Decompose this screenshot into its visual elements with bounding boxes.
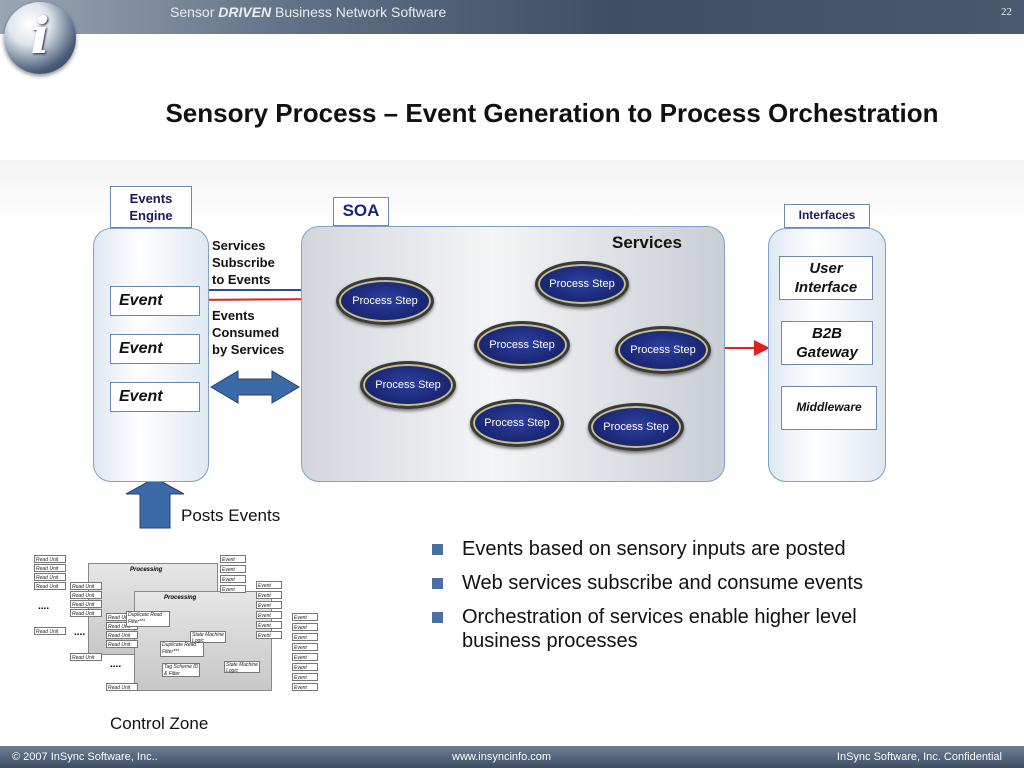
cz-event: Event [292, 663, 318, 671]
services-label: Services [612, 233, 682, 252]
cz-read-unit: Read Unit [34, 564, 66, 572]
process-step-3: Process Step [474, 321, 570, 369]
cz-duplicate-read: Duplicate Read Filter*** [160, 641, 204, 657]
bullet-item: Orchestration of services enable higher … [432, 605, 902, 653]
soa-label: SOA [333, 197, 389, 226]
cz-dots: .... [110, 659, 122, 670]
event-box-3: Event [110, 382, 200, 412]
user-interface-box: User Interface [779, 256, 873, 300]
cz-event: Event [292, 673, 318, 681]
cz-read-unit: Read Unit [34, 555, 66, 563]
interfaces-label: Interfaces [784, 204, 870, 228]
control-zone-thumbnail: Processing Processing Read Unit Read Uni… [34, 555, 324, 695]
note-line: to Events [212, 272, 271, 287]
cz-read-unit: Read Unit [34, 627, 66, 635]
note-line: Services [212, 238, 266, 253]
cz-event: Event [220, 555, 246, 563]
process-step-5: Process Step [360, 361, 456, 409]
cz-event: Event [220, 575, 246, 583]
services-subscribe-note: Services Subscribe to Events [212, 237, 275, 288]
tagline: Sensor DRIVEN Business Network Software [170, 4, 447, 20]
cz-read-unit: Read Unit [34, 582, 66, 590]
cz-event: Event [256, 601, 282, 609]
events-engine-label: Events Engine [110, 186, 192, 228]
cz-event: Event [292, 623, 318, 631]
bullet-item: Web services subscribe and consume event… [432, 571, 863, 595]
note-line: Consumed [212, 325, 280, 340]
bullet-marker [432, 544, 443, 555]
cz-state-machine: State Machine Logic [190, 631, 226, 644]
cz-duplicate-read: Duplicate Read Filter*** [126, 611, 170, 627]
events-consumed-note: Events Consumed by Services [212, 307, 284, 358]
cz-event: Event [220, 565, 246, 573]
posts-events-label: Posts Events [181, 506, 281, 525]
process-step-6: Process Step [470, 399, 564, 447]
cz-dots: .... [38, 601, 50, 612]
cz-read-unit: Read Unit [106, 683, 138, 691]
cz-read-unit: Read Unit [34, 573, 66, 581]
cz-event: Event [292, 683, 318, 691]
footer-copyright: © 2007 InSync Software, Inc.. [12, 751, 158, 763]
cz-event: Event [220, 585, 246, 593]
footer-confidential: InSync Software, Inc. Confidential [836, 751, 1002, 763]
event-box-1: Event [110, 286, 200, 316]
control-zone-label: Control Zone [110, 714, 209, 733]
middleware-box: Middleware [781, 386, 877, 430]
footer: © 2007 InSync Software, Inc.. www.insync… [0, 746, 1024, 768]
process-step-4: Process Step [615, 326, 711, 374]
cz-event: Event [256, 581, 282, 589]
bullet-marker [432, 612, 443, 623]
cz-processing-label: Processing [130, 567, 163, 573]
footer-website[interactable]: www.insyncinfo.com [452, 751, 552, 763]
note-line: by Services [212, 342, 285, 357]
note-line: Events [212, 308, 255, 323]
posts-events-arrow [125, 477, 185, 529]
cz-read-unit: Read Unit [70, 582, 102, 590]
cz-event: Event [256, 631, 282, 639]
b2b-gateway-box: B2B Gateway [781, 321, 873, 365]
cz-event: Event [256, 591, 282, 599]
cz-event: Event [292, 633, 318, 641]
event-box-2: Event [110, 334, 200, 364]
bullet-marker [432, 578, 443, 589]
cz-processing-label-2: Processing [164, 595, 197, 601]
cz-read-unit: Read Unit [70, 653, 102, 661]
cz-read-unit: Read Unit [70, 600, 102, 608]
bidirectional-arrow [210, 370, 300, 404]
cz-read-unit: Read Unit [70, 609, 102, 617]
cz-event: Event [292, 613, 318, 621]
slide-title: Sensory Process – Event Generation to Pr… [165, 98, 939, 128]
cz-event: Event [256, 621, 282, 629]
process-step-1: Process Step [336, 277, 434, 325]
bullet-item: Events based on sensory inputs are poste… [432, 537, 846, 561]
cz-read-unit: Read Unit [106, 631, 138, 639]
process-step-7: Process Step [588, 403, 684, 451]
cz-tag-scheme: Tag Scheme ID & Filter [162, 663, 200, 677]
cz-event: Event [256, 611, 282, 619]
cz-read-unit: Read Unit [70, 591, 102, 599]
slide-number: 22 [1001, 6, 1012, 18]
cz-event: Event [292, 643, 318, 651]
cz-dots: .... [74, 627, 86, 638]
top-banner [0, 0, 1024, 34]
process-step-2: Process Step [535, 261, 629, 307]
logo-letter: i [30, 6, 50, 65]
cz-read-unit: Read Unit [106, 640, 138, 648]
insync-logo: i [4, 2, 76, 74]
cz-state-machine: State Machine Logic [224, 661, 260, 674]
cz-event: Event [292, 653, 318, 661]
note-line: Subscribe [212, 255, 275, 270]
